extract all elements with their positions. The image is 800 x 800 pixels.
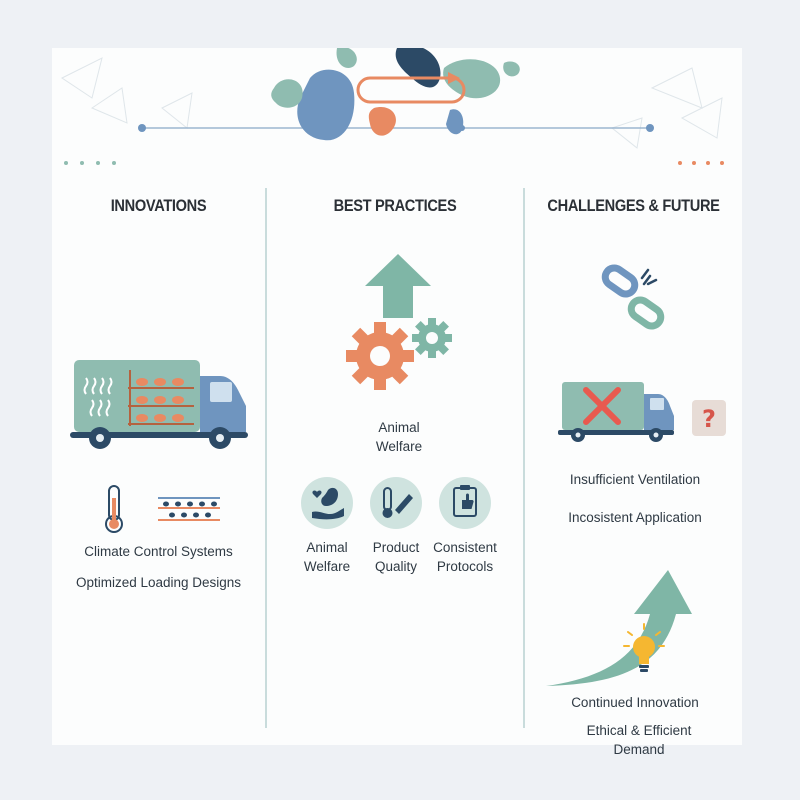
center-welfare-label-line1: Animal: [378, 420, 420, 435]
badge-product-quality-line1: Product: [372, 540, 420, 555]
rising-arrow-icon: [546, 570, 692, 686]
inconsistent-application-label: Incosistent Application: [568, 510, 702, 525]
livestock-truck-icon: [70, 360, 248, 449]
optimized-loading-label: Optimized Loading Designs: [75, 575, 242, 590]
clipboard-thumbs-up-icon: [439, 477, 491, 529]
best-practices-title: BEST PRACTICES: [333, 196, 457, 215]
center-welfare-label-line2: Welfare: [375, 439, 423, 454]
innovations-title: INNOVATIONS: [110, 196, 207, 215]
continued-innovation-label: Continued Innovation: [571, 695, 699, 710]
thermometer-knife-icon: [370, 477, 422, 529]
header-art: [61, 48, 724, 165]
broken-chain-icon: [601, 264, 665, 330]
infographic-card: INNOVATIONS BEST PRACTICES CHALLENGES & …: [52, 48, 742, 757]
challenges-future-title: CHALLENGES & FUTURE: [547, 196, 720, 215]
ethical-efficient-label-line2: Demand: [613, 742, 665, 757]
loading-rack-icon: [158, 497, 220, 521]
truck-blocked-icon: [558, 382, 674, 442]
badge-animal-welfare-line1: Animal: [306, 540, 348, 555]
ethical-efficient-label-line1: Ethical & Efficient: [586, 723, 692, 738]
svg-text:?: ?: [702, 405, 716, 433]
thermometer-icon: [105, 485, 123, 533]
badge-animal-welfare-line2: Welfare: [303, 559, 351, 574]
up-arrow-icon: [365, 254, 431, 318]
question-mark-icon: ?: [692, 400, 726, 436]
divider-left: [265, 188, 267, 728]
climate-control-label: Climate Control Systems: [84, 544, 233, 559]
lightbulb-icon: [623, 623, 665, 672]
gears-icon: [346, 318, 452, 390]
hen-hand-heart-icon: [301, 477, 353, 529]
insufficient-ventilation-label: Insufficient Ventilation: [569, 472, 701, 487]
divider-right: [523, 188, 525, 728]
badge-consistent-protocols-line1: Consistent: [433, 540, 497, 555]
badge-consistent-protocols-line2: Protocols: [436, 559, 494, 574]
badge-product-quality-line2: Quality: [374, 559, 418, 574]
